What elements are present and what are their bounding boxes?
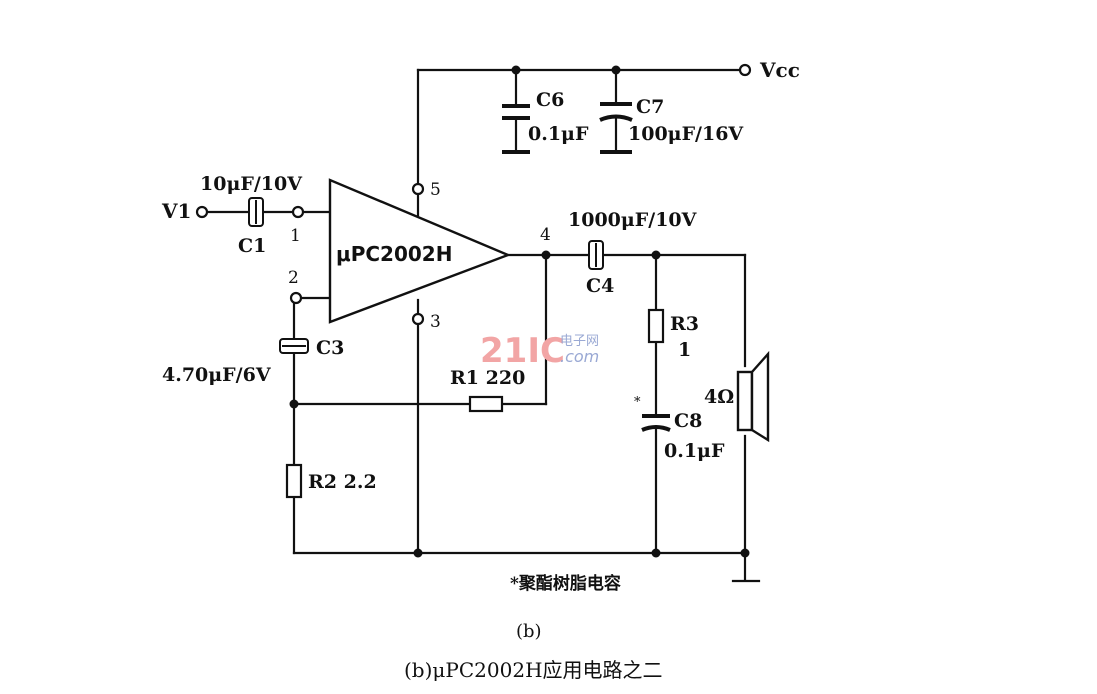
c1-value-label: 10μF/10V <box>200 173 303 195</box>
watermark-sub-bottom: .com <box>560 347 599 366</box>
pin5-terminal <box>411 182 425 196</box>
c6-value-label: 0.1μF <box>528 123 589 145</box>
v1-terminal <box>195 205 209 219</box>
capacitor-c4 <box>588 240 604 270</box>
c8-label: C8 <box>674 410 702 432</box>
vcc-label: Vcc <box>759 58 800 82</box>
r1-label: R1 220 <box>450 367 525 389</box>
site-watermark-logo: 21IC 电子网 .com <box>480 331 599 371</box>
watermark-sub-top: 电子网 <box>560 334 599 349</box>
c4-label: C4 <box>586 275 614 297</box>
pin5-label: 5 <box>430 180 441 200</box>
pin2-label: 2 <box>288 268 299 288</box>
c3-label: C3 <box>316 337 344 359</box>
subfigure-label: (b) <box>516 621 542 642</box>
resistor-r1 <box>468 395 504 413</box>
capacitor-c1 <box>248 197 264 227</box>
capacitor-c8 <box>641 414 671 432</box>
capacitor-c6 <box>502 104 530 154</box>
v1-label: V1 <box>161 199 191 223</box>
speaker-impedance-label: 4Ω <box>704 386 734 408</box>
pin1-label: 1 <box>290 226 301 246</box>
c4-value-label: 1000μF/10V <box>568 209 698 231</box>
figure-caption: (b)μPC2002H应用电路之二 <box>404 658 663 682</box>
pin3-terminal <box>411 312 425 326</box>
pin3-label: 3 <box>430 312 441 332</box>
c8-star-label: * <box>634 395 641 410</box>
resistor-r3 <box>647 308 665 344</box>
c7-value-label: 100μF/16V <box>628 123 744 145</box>
pin2-terminal <box>289 291 303 305</box>
capacitor-c3 <box>279 338 309 354</box>
c7-label: C7 <box>636 96 664 118</box>
ic-label: μPC2002H <box>336 242 452 266</box>
r3-label: R3 <box>670 313 699 335</box>
watermark-main: 21IC <box>480 331 565 371</box>
ic-amplifier-triangle <box>328 178 512 324</box>
c1-label: C1 <box>238 235 266 257</box>
c8-value-label: 0.1μF <box>664 440 725 462</box>
pin4-label: 4 <box>540 225 551 245</box>
speaker-icon <box>736 350 770 443</box>
vcc-terminal <box>738 63 752 77</box>
capacitor-c7 <box>599 102 633 154</box>
junction-dots <box>289 65 750 558</box>
footnote: *聚酯树脂电容 <box>510 573 621 594</box>
r2-label: R2 2.2 <box>308 471 377 493</box>
pin1-terminal <box>291 205 305 219</box>
resistor-r2 <box>285 463 303 499</box>
c6-label: C6 <box>536 89 564 111</box>
r3-value-label: 1 <box>678 339 691 361</box>
c3-value-label: 4.70μF/6V <box>162 364 272 386</box>
